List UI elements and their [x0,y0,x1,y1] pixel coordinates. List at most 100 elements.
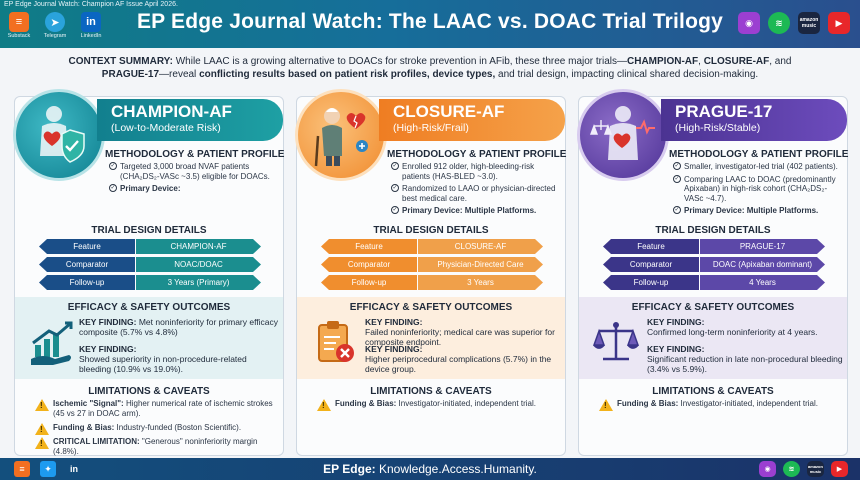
check-circle-icon: ✓ [109,162,117,170]
efficacy-title: EFFICACY & SAFETY OUTCOMES [67,302,231,313]
substack-icon: ≡ [9,12,29,32]
header-podcast-links: ◉ ≋ amazon music ▶ [738,12,850,34]
trial-subtitle: (High-Risk/Frail) [393,122,469,134]
trial-design-title: TRIAL DESIGN DETAILS [655,225,771,236]
row-value: DOAC (Apixaban dominant) [700,257,825,272]
clipboard-x-icon [318,321,354,362]
spotify-icon[interactable]: ≋ [768,12,790,34]
efficacy-section [15,297,283,379]
footer-tagline: EP Edge: Knowledge.Access.Humanity. [0,462,860,476]
key-finding-1: KEY FINDING:Confirmed long-term noninfer… [647,317,847,337]
context-trial-3: PRAGUE-17 [101,69,160,80]
key-finding-2: KEY FINDING:Showed superiority in non-pr… [79,344,279,374]
row-key: Follow-up [321,275,417,290]
list-item: !CRITICAL LIMITATION: "Generous" noninfe… [35,437,279,457]
warning-icon: ! [35,399,49,411]
key-finding-text: Confirmed long-term noninferiority at 4 … [647,327,818,337]
key-finding-head: KEY FINDING: [647,344,705,354]
telegram-link[interactable]: ➤ Telegram [42,12,68,39]
youtube-icon[interactable]: ▶ [828,12,850,34]
limitation-label: Funding & Bias: [617,399,679,408]
row-value: PRAGUE-17 [700,239,825,254]
amazon-music-icon[interactable]: amazon music [807,461,824,477]
limitation-label: Ischemic "Signal": [53,399,124,408]
limitations-list: !Funding & Bias: Investigator-initiated,… [317,399,561,413]
trial-subtitle: (High-Risk/Stable) [675,122,761,134]
substack-icon[interactable]: ≡ [14,461,30,477]
context-summary: CONTEXT SUMMARY: While LAAC is a growing… [60,55,800,81]
context-text-2: and [772,56,792,67]
youtube-icon[interactable]: ▶ [831,461,848,477]
header-social-links: ≡ Substack ➤ Telegram in LinkedIn [6,12,104,39]
context-sep-2: , [769,56,773,67]
row-value: 3 Years (Primary) [136,275,261,290]
row-key: Follow-up [603,275,699,290]
limitation-text: Higher numerical rate of ischemic stroke… [53,399,273,418]
trial-design-title: TRIAL DESIGN DETAILS [91,225,207,236]
row-value: CLOSURE-AF [418,239,543,254]
check-circle-icon: ✓ [673,162,681,170]
key-finding-text: Showed superiority in non-procedure-rela… [79,354,247,374]
methodology-title: METHODOLOGY & PATIENT PROFILE [669,149,849,160]
key-finding-head: KEY FINDING: [79,317,137,327]
apple-podcasts-icon[interactable]: ◉ [738,12,760,34]
limitation-text: Investigator-initiated, independent tria… [678,399,818,408]
patient-heart-shield-icon [13,89,105,181]
row-value: CHAMPION-AF [136,239,261,254]
methodology-text: Enrolled 912 older, high-bleeding-risk p… [402,162,535,181]
methodology-text: Primary Device: [120,184,181,193]
warning-icon: ! [35,423,49,435]
efficacy-title: EFFICACY & SAFETY OUTCOMES [349,302,513,313]
warning-icon: ! [35,437,49,449]
check-circle-icon: ✓ [391,184,399,192]
list-item: ✓Comparing LAAC to DOAC (predominantly A… [673,174,845,204]
context-sep-1: , [698,56,704,67]
list-item: ✓Targeted 3,000 broad NVAF patients (CHA… [109,162,281,181]
list-item: !Funding & Bias: Industry-funded (Boston… [35,423,279,435]
trial-card-prague-17: PRAGUE-17 (High-Risk/Stable) METHODOLOGY… [577,89,849,456]
key-finding-2: KEY FINDING:Higher periprocedural compli… [365,344,565,374]
twitter-icon[interactable]: ✦ [40,461,56,477]
context-trial-1: CHAMPION-AF [627,56,699,67]
row-value: Physician-Directed Care [418,257,543,272]
key-finding-head: KEY FINDING: [647,317,705,327]
trial-title: CLOSURE-AF [393,102,505,121]
row-value: 4 Years [700,275,825,290]
row-key: Feature [321,239,417,254]
footer-bar: ≡ ✦ in EP Edge: Knowledge.Access.Humanit… [0,458,860,480]
spotify-icon[interactable]: ≋ [783,461,800,477]
key-finding-head: KEY FINDING: [365,317,423,327]
apple-podcasts-icon[interactable]: ◉ [759,461,776,477]
limitations-title: LIMITATIONS & CAVEATS [370,386,492,397]
linkedin-icon[interactable]: in [70,464,78,474]
row-key: Feature [39,239,135,254]
amazon-music-icon[interactable]: amazon music [798,12,820,34]
limitation-text: Investigator-initiated, independent tria… [396,399,536,408]
linkedin-label: LinkedIn [80,33,102,39]
linkedin-link[interactable]: in LinkedIn [78,12,104,39]
list-item: ! Ischemic "Signal": Higher numerical rat… [35,399,279,419]
linkedin-icon: in [81,12,101,32]
issue-note: EP Edge Journal Watch: Champion AF Issue… [4,1,178,8]
balance-scale-icon [593,322,639,361]
telegram-label: Telegram [43,33,67,39]
list-item: ✓Smaller, investigator-led trial (402 pa… [673,162,845,172]
substack-link[interactable]: ≡ Substack [6,12,32,39]
limitations-list: !Funding & Bias: Investigator-initiated,… [599,399,843,413]
context-text-1: While LAAC is a growing alternative to D… [172,56,628,67]
check-circle-icon: ✓ [673,206,681,214]
limitation-text: Industry-funded (Boston Scientific). [114,423,242,432]
key-finding-text: Significant reduction in late non-proced… [647,354,843,374]
methodology-text: Primary Device: Multiple Platforms. [684,206,819,215]
check-circle-icon: ✓ [391,206,399,214]
context-text-4: and trial design, impacting clinical sha… [495,69,759,80]
key-finding-2: KEY FINDING:Significant reduction in lat… [647,344,847,374]
methodology-list: ✓Smaller, investigator-led trial (402 pa… [673,162,845,219]
row-key: Comparator [321,257,417,272]
row-value: NOAC/DOAC [136,257,261,272]
